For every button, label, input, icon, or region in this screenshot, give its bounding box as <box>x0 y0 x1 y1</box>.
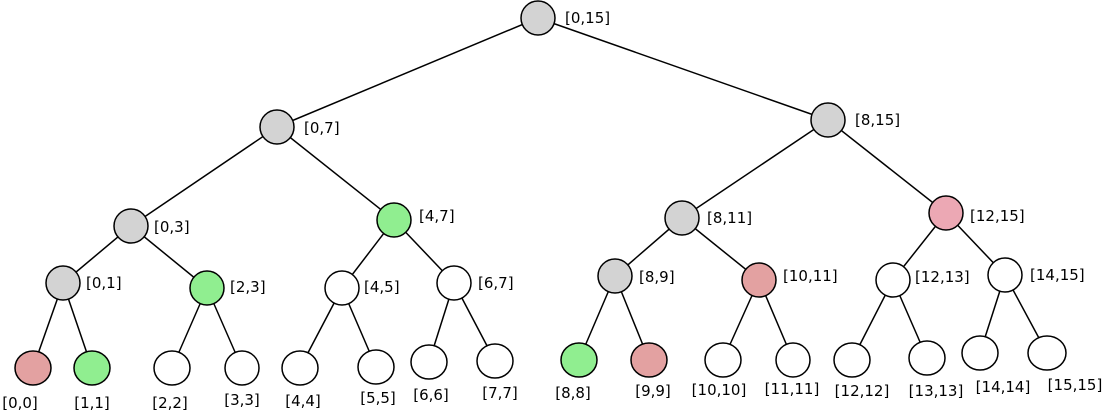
node-4-4 <box>281 350 319 386</box>
node-14-15 <box>987 257 1023 293</box>
node-0-15 <box>520 0 556 36</box>
node-label-4-7: [4,7] <box>419 207 455 225</box>
node-label-4-4: [4,4] <box>285 392 321 410</box>
node-label-12-15: [12,15] <box>970 207 1025 225</box>
node-label-14-14: [14,14] <box>976 378 1031 396</box>
node-label-0-7: [0,7] <box>304 119 340 137</box>
node-12-15 <box>928 195 964 231</box>
node-0-0 <box>14 350 52 386</box>
node-label-6-6: [6,6] <box>413 386 449 404</box>
node-8-15 <box>810 102 846 138</box>
node-label-10-10: [10,10] <box>692 381 747 399</box>
node-label-8-11: [8,11] <box>707 209 752 227</box>
node-2-3 <box>189 270 225 306</box>
node-8-11 <box>664 200 700 236</box>
node-label-2-3: [2,3] <box>230 278 266 296</box>
node-label-8-15: [8,15] <box>855 111 900 129</box>
node-14-14 <box>961 335 999 371</box>
edge-0-7-to-4-7 <box>276 126 395 221</box>
node-11-11 <box>775 342 811 378</box>
node-label-12-12: [12,12] <box>835 382 890 400</box>
node-10-10 <box>704 342 742 378</box>
node-8-9 <box>597 258 633 294</box>
node-label-5-5: [5,5] <box>360 389 396 407</box>
node-4-5 <box>324 270 360 306</box>
tree-labels: [0,15] [0,7] [8,15] [0,3] [4,7] [8,11] [12,15]… <box>2 9 1102 412</box>
node-label-15-15: [15,15] <box>1048 376 1103 394</box>
tree-edges <box>32 17 1048 369</box>
node-label-4-5: [4,5] <box>364 278 400 296</box>
node-label-0-1: [0,1] <box>86 274 122 292</box>
node-0-3 <box>113 208 149 244</box>
node-5-5 <box>357 349 395 385</box>
node-label-9-9: [9,9] <box>635 382 671 400</box>
node-15-15 <box>1027 335 1067 371</box>
edge-0-15-to-8-15 <box>537 17 829 121</box>
node-0-1 <box>45 265 81 301</box>
node-label-1-1: [1,1] <box>74 394 110 412</box>
edge-8-15-to-12-15 <box>827 119 947 214</box>
node-label-7-7: [7,7] <box>482 384 518 402</box>
node-label-8-9: [8,9] <box>639 268 675 286</box>
node-label-14-15: [14,15] <box>1030 266 1085 284</box>
node-8-8 <box>560 342 598 378</box>
edge-0-15-to-0-7 <box>276 17 539 128</box>
node-12-13 <box>875 262 911 298</box>
node-label-0-0: [0,0] <box>2 394 38 412</box>
node-label-8-8: [8,8] <box>555 384 591 402</box>
node-9-9 <box>630 342 668 378</box>
edge-8-15-to-8-11 <box>681 119 829 219</box>
node-label-0-15: [0,15] <box>565 9 610 27</box>
node-label-2-2: [2,2] <box>152 394 188 412</box>
node-6-7 <box>436 265 472 301</box>
node-3-3 <box>224 350 260 386</box>
node-4-7 <box>376 202 412 238</box>
node-label-6-7: [6,7] <box>478 274 514 292</box>
node-13-13 <box>908 340 946 376</box>
edge-0-7-to-0-3 <box>130 126 278 227</box>
node-6-6 <box>410 344 448 380</box>
tree-nodes <box>14 0 1067 386</box>
node-1-1 <box>73 350 111 386</box>
node-label-12-13: [12,13] <box>915 268 970 286</box>
node-label-3-3: [3,3] <box>224 391 260 409</box>
node-12-12 <box>833 342 871 378</box>
node-0-7 <box>259 109 295 145</box>
node-2-2 <box>153 350 191 386</box>
node-label-13-13: [13,13] <box>909 382 964 400</box>
node-label-10-11: [10,11] <box>783 267 838 285</box>
node-10-11 <box>741 262 777 298</box>
node-label-11-11: [11,11] <box>765 380 820 398</box>
node-label-0-3: [0,3] <box>154 218 190 236</box>
node-7-7 <box>476 343 514 379</box>
